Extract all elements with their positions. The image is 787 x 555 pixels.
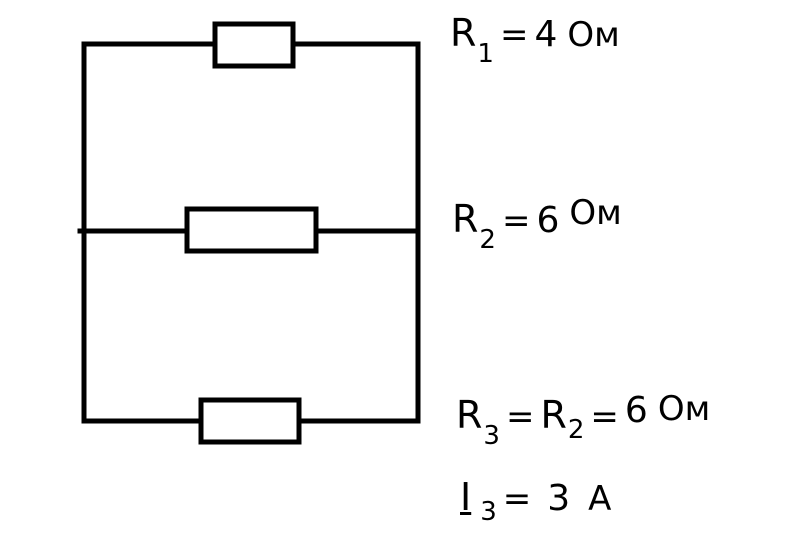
i3-unit: A — [588, 479, 612, 519]
r1-equals: = — [499, 15, 529, 55]
resistor-r1 — [212, 21, 296, 69]
resistor-r2 — [184, 206, 319, 254]
r2-subscript: 2 — [479, 225, 496, 255]
i3-equals: = — [502, 479, 532, 519]
r3-subscript: 3 — [483, 421, 500, 451]
r3-equals2: = — [590, 397, 619, 437]
r1-unit: Ом — [567, 15, 620, 55]
r2-equals: = — [501, 201, 531, 241]
r1-subscript: 1 — [477, 39, 494, 69]
i3-symbol: I — [460, 475, 472, 519]
r3-symbol2: R — [540, 393, 567, 437]
r3-symbol: R — [456, 393, 483, 437]
r1-symbol: R — [450, 11, 477, 55]
i3-subscript: 3 — [480, 497, 497, 527]
r3-value: 6 — [624, 390, 648, 431]
r3-equals: = — [505, 397, 535, 437]
i3-value: 3 — [547, 478, 571, 519]
r2-symbol: R — [452, 197, 479, 241]
resistor-r3 — [198, 397, 302, 445]
r1-value: 4 — [534, 14, 558, 55]
junction-dot — [78, 228, 84, 234]
r2-unit: Ом — [569, 193, 622, 233]
r3-subscript2: 2 — [567, 415, 585, 445]
r3-unit: Ом — [657, 389, 711, 429]
r2-value: 6 — [536, 200, 560, 241]
